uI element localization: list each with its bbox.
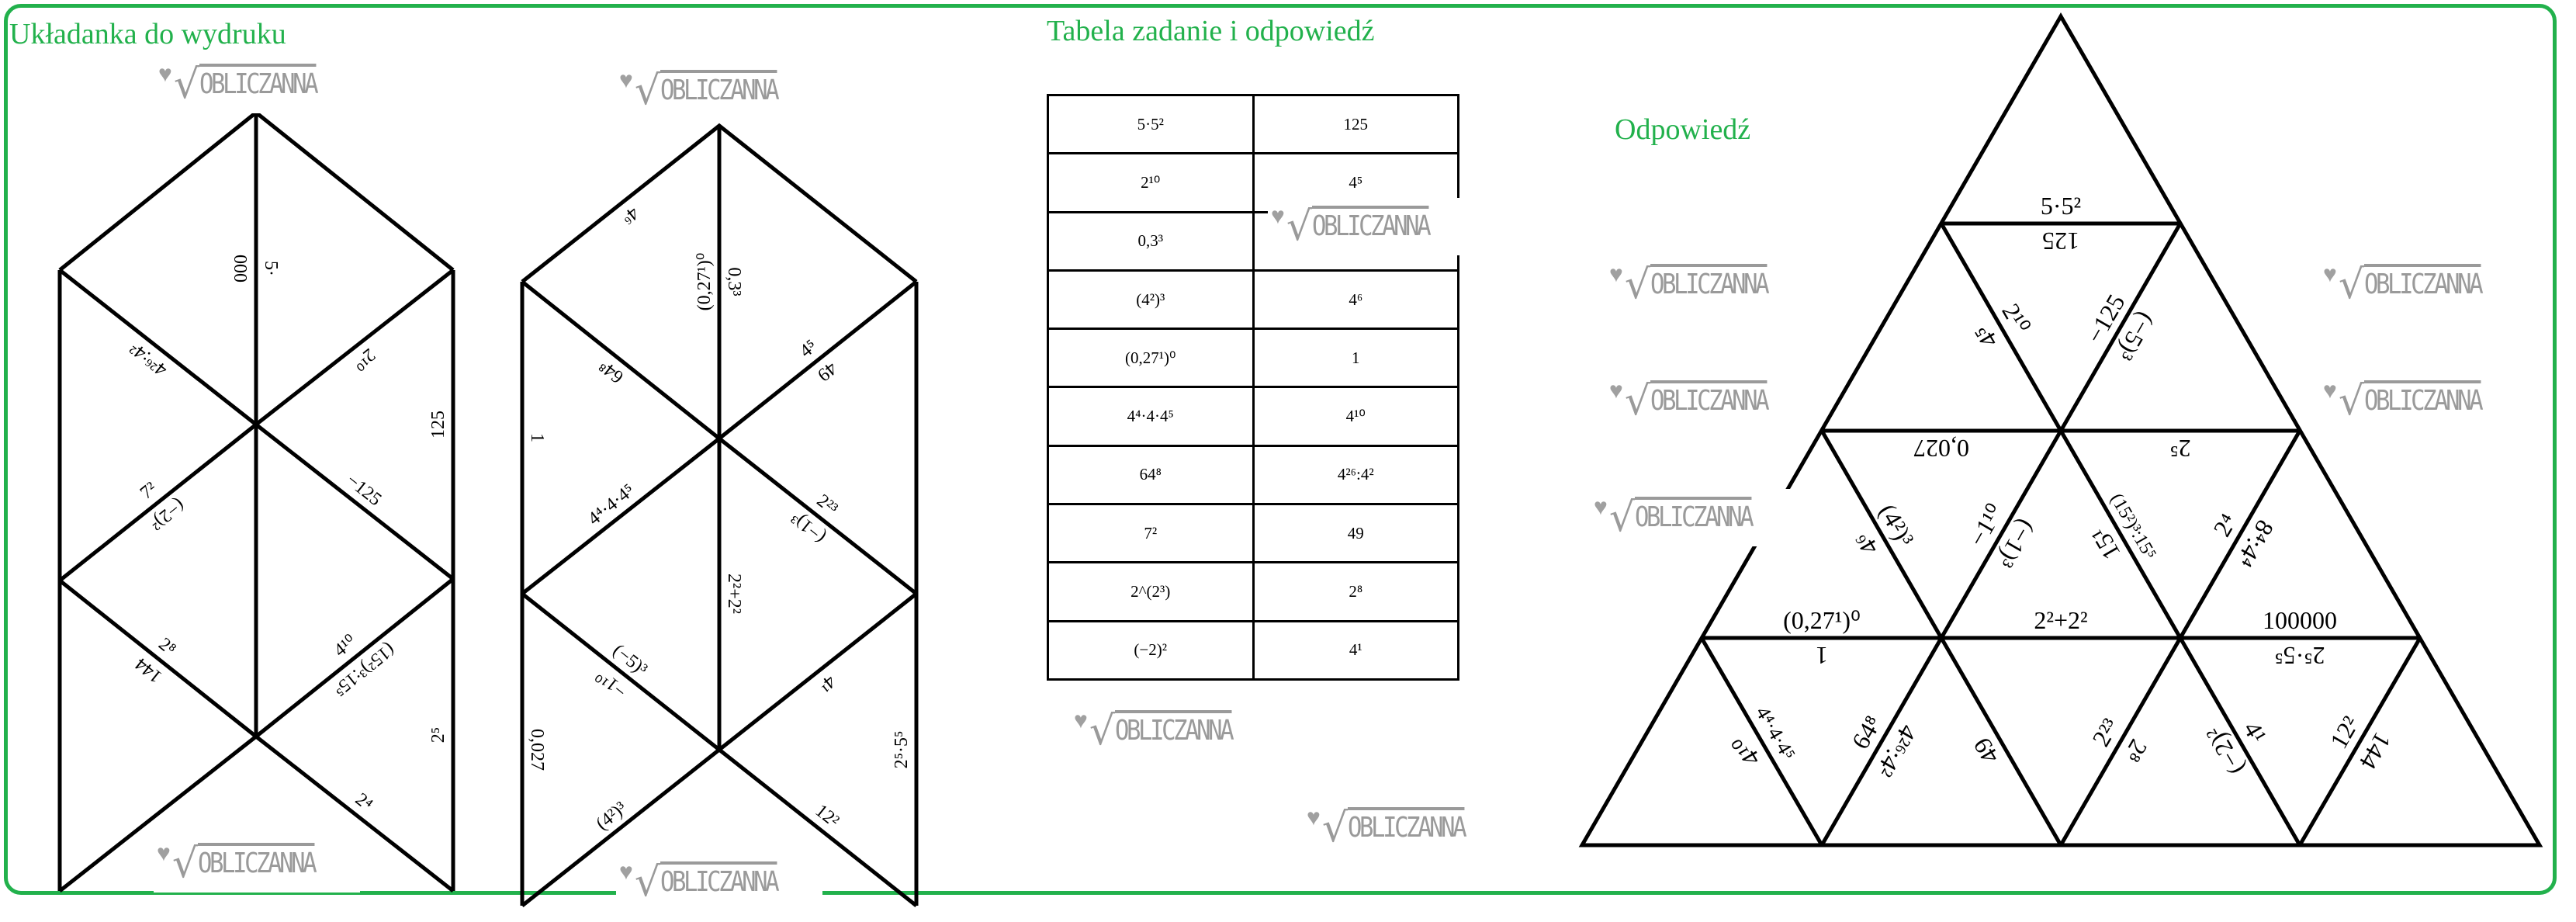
heart-icon: ♥ [2323,378,2337,404]
table-row: 2^(2³)2⁸ [1047,561,1459,622]
watermark-logo: ♥√OBLICZANNA [2320,373,2526,430]
piece-label: 0,027 [527,729,547,771]
piece-label: 2⁵·5⁵ [2275,642,2325,670]
answer-heading: Odpowiedź [1615,113,1751,146]
watermark-logo: ♥√OBLICZANNA [616,62,822,120]
piece-label: 1 [527,433,547,442]
task-cell: 2^(2³) [1047,561,1255,622]
task-cell: 7² [1047,503,1255,564]
heart-icon: ♥ [1594,494,1608,520]
heart-icon: ♥ [2323,262,2337,287]
piece-label: 2⁵ [2169,435,2190,463]
heart-icon: ♥ [619,68,633,93]
task-cell: (0,27¹)⁰ [1047,328,1255,389]
pyramid-grid [1578,12,2543,847]
heart-icon: ♥ [1307,805,1321,830]
square-root-icon: √ [1286,203,1312,250]
answer-cell: 2⁸ [1252,561,1459,622]
square-root-icon: √ [171,841,198,887]
heart-icon: ♥ [1609,262,1623,287]
task-cell: 5·5² [1047,93,1255,155]
answer-cell: 1 [1252,328,1459,389]
square-root-icon: √ [1089,708,1115,754]
piece-label: 1 [1816,642,1828,670]
square-root-icon: √ [1321,805,1348,851]
heart-icon: ♥ [157,841,171,866]
piece-label: 2²+2² [2034,606,2087,634]
answer-cell: 125 [1252,93,1459,155]
piece-label: 100000 [2263,606,2337,634]
heart-icon: ♥ [619,859,633,885]
watermark-logo: ♥√OBLICZANNA [1606,373,1813,430]
square-root-icon: √ [2338,378,2364,425]
answer-cell: 49 [1252,503,1459,564]
task-cell: 2¹⁰ [1047,152,1255,213]
square-root-icon: √ [173,61,199,108]
puzzle-heading: Układanka do wydruku [9,18,286,50]
task-cell: (4²)³ [1047,269,1255,331]
answer-cell: 4¹ [1252,619,1459,681]
square-root-icon: √ [2338,262,2364,308]
square-root-icon: √ [634,859,660,906]
task-cell: 64⁸ [1047,444,1255,506]
answer-cell: 4¹⁰ [1252,386,1459,447]
piece-label: 5· [261,261,281,276]
square-root-icon: √ [634,68,660,114]
puzzle-left-lines [57,109,455,893]
heart-icon: ♥ [1271,203,1285,229]
watermark-logo: ♥√OBLICZANNA [155,56,362,113]
heart-icon: ♥ [158,61,172,87]
task-cell: (−2)² [1047,619,1255,681]
answer-cell: 4⁶ [1252,269,1459,331]
heart-icon: ♥ [1609,378,1623,404]
watermark-logo: ♥√OBLICZANNA [1268,198,1474,255]
piece-label: 000 [231,255,251,282]
content-frame [4,4,2557,895]
square-root-icon: √ [1608,494,1635,541]
pyramid-labels: 5·5² 125 4⁵ 2¹⁰ −125 (−5)³ 0,027 2⁵ 4⁶ (… [1726,192,2397,782]
piece-label: 5·5² [2041,192,2081,220]
watermark-logo: ♥√OBLICZANNA [1304,799,1510,857]
piece-label: 4¹ [2238,716,2273,747]
puzzle-right-lines [520,123,919,907]
watermark-logo: ♥√OBLICZANNA [616,854,822,911]
watermark-logo: ♥√OBLICZANNA [1606,256,1813,314]
watermark-logo: ♥√OBLICZANNA [2320,256,2526,314]
watermark-logo: ♥√OBLICZANNA [1071,702,1277,760]
watermark-logo: ♥√OBLICZANNA [154,835,360,893]
piece-label: 0,027 [1913,435,1969,463]
piece-label: 2⁵ [428,727,448,743]
task-cell: 0,3³ [1047,210,1255,272]
piece-label: 144 [2354,728,2397,775]
heart-icon: ♥ [1074,708,1088,733]
table-heading: Tabela zadanie i odpowiedź [1047,15,1375,47]
task-cell: 4⁴·4·4⁵ [1047,386,1255,447]
piece-label: 0,3³ [724,267,744,296]
answer-cell: 4²⁶:4² [1252,444,1459,506]
piece-label: 125 [428,411,448,438]
piece-label: (0,27¹)⁰ [1783,606,1861,634]
piece-label: (0,27¹)⁰ [694,253,715,311]
piece-label: 64⁸ [1846,711,1887,754]
piece-label: 2⁵·5⁵ [892,731,912,769]
piece-label: 2²+2² [724,574,744,614]
square-root-icon: √ [1624,378,1650,425]
piece-label: 125 [2042,227,2079,255]
watermark-logo: ♥√OBLICZANNA [1591,489,1797,546]
square-root-icon: √ [1624,262,1650,308]
